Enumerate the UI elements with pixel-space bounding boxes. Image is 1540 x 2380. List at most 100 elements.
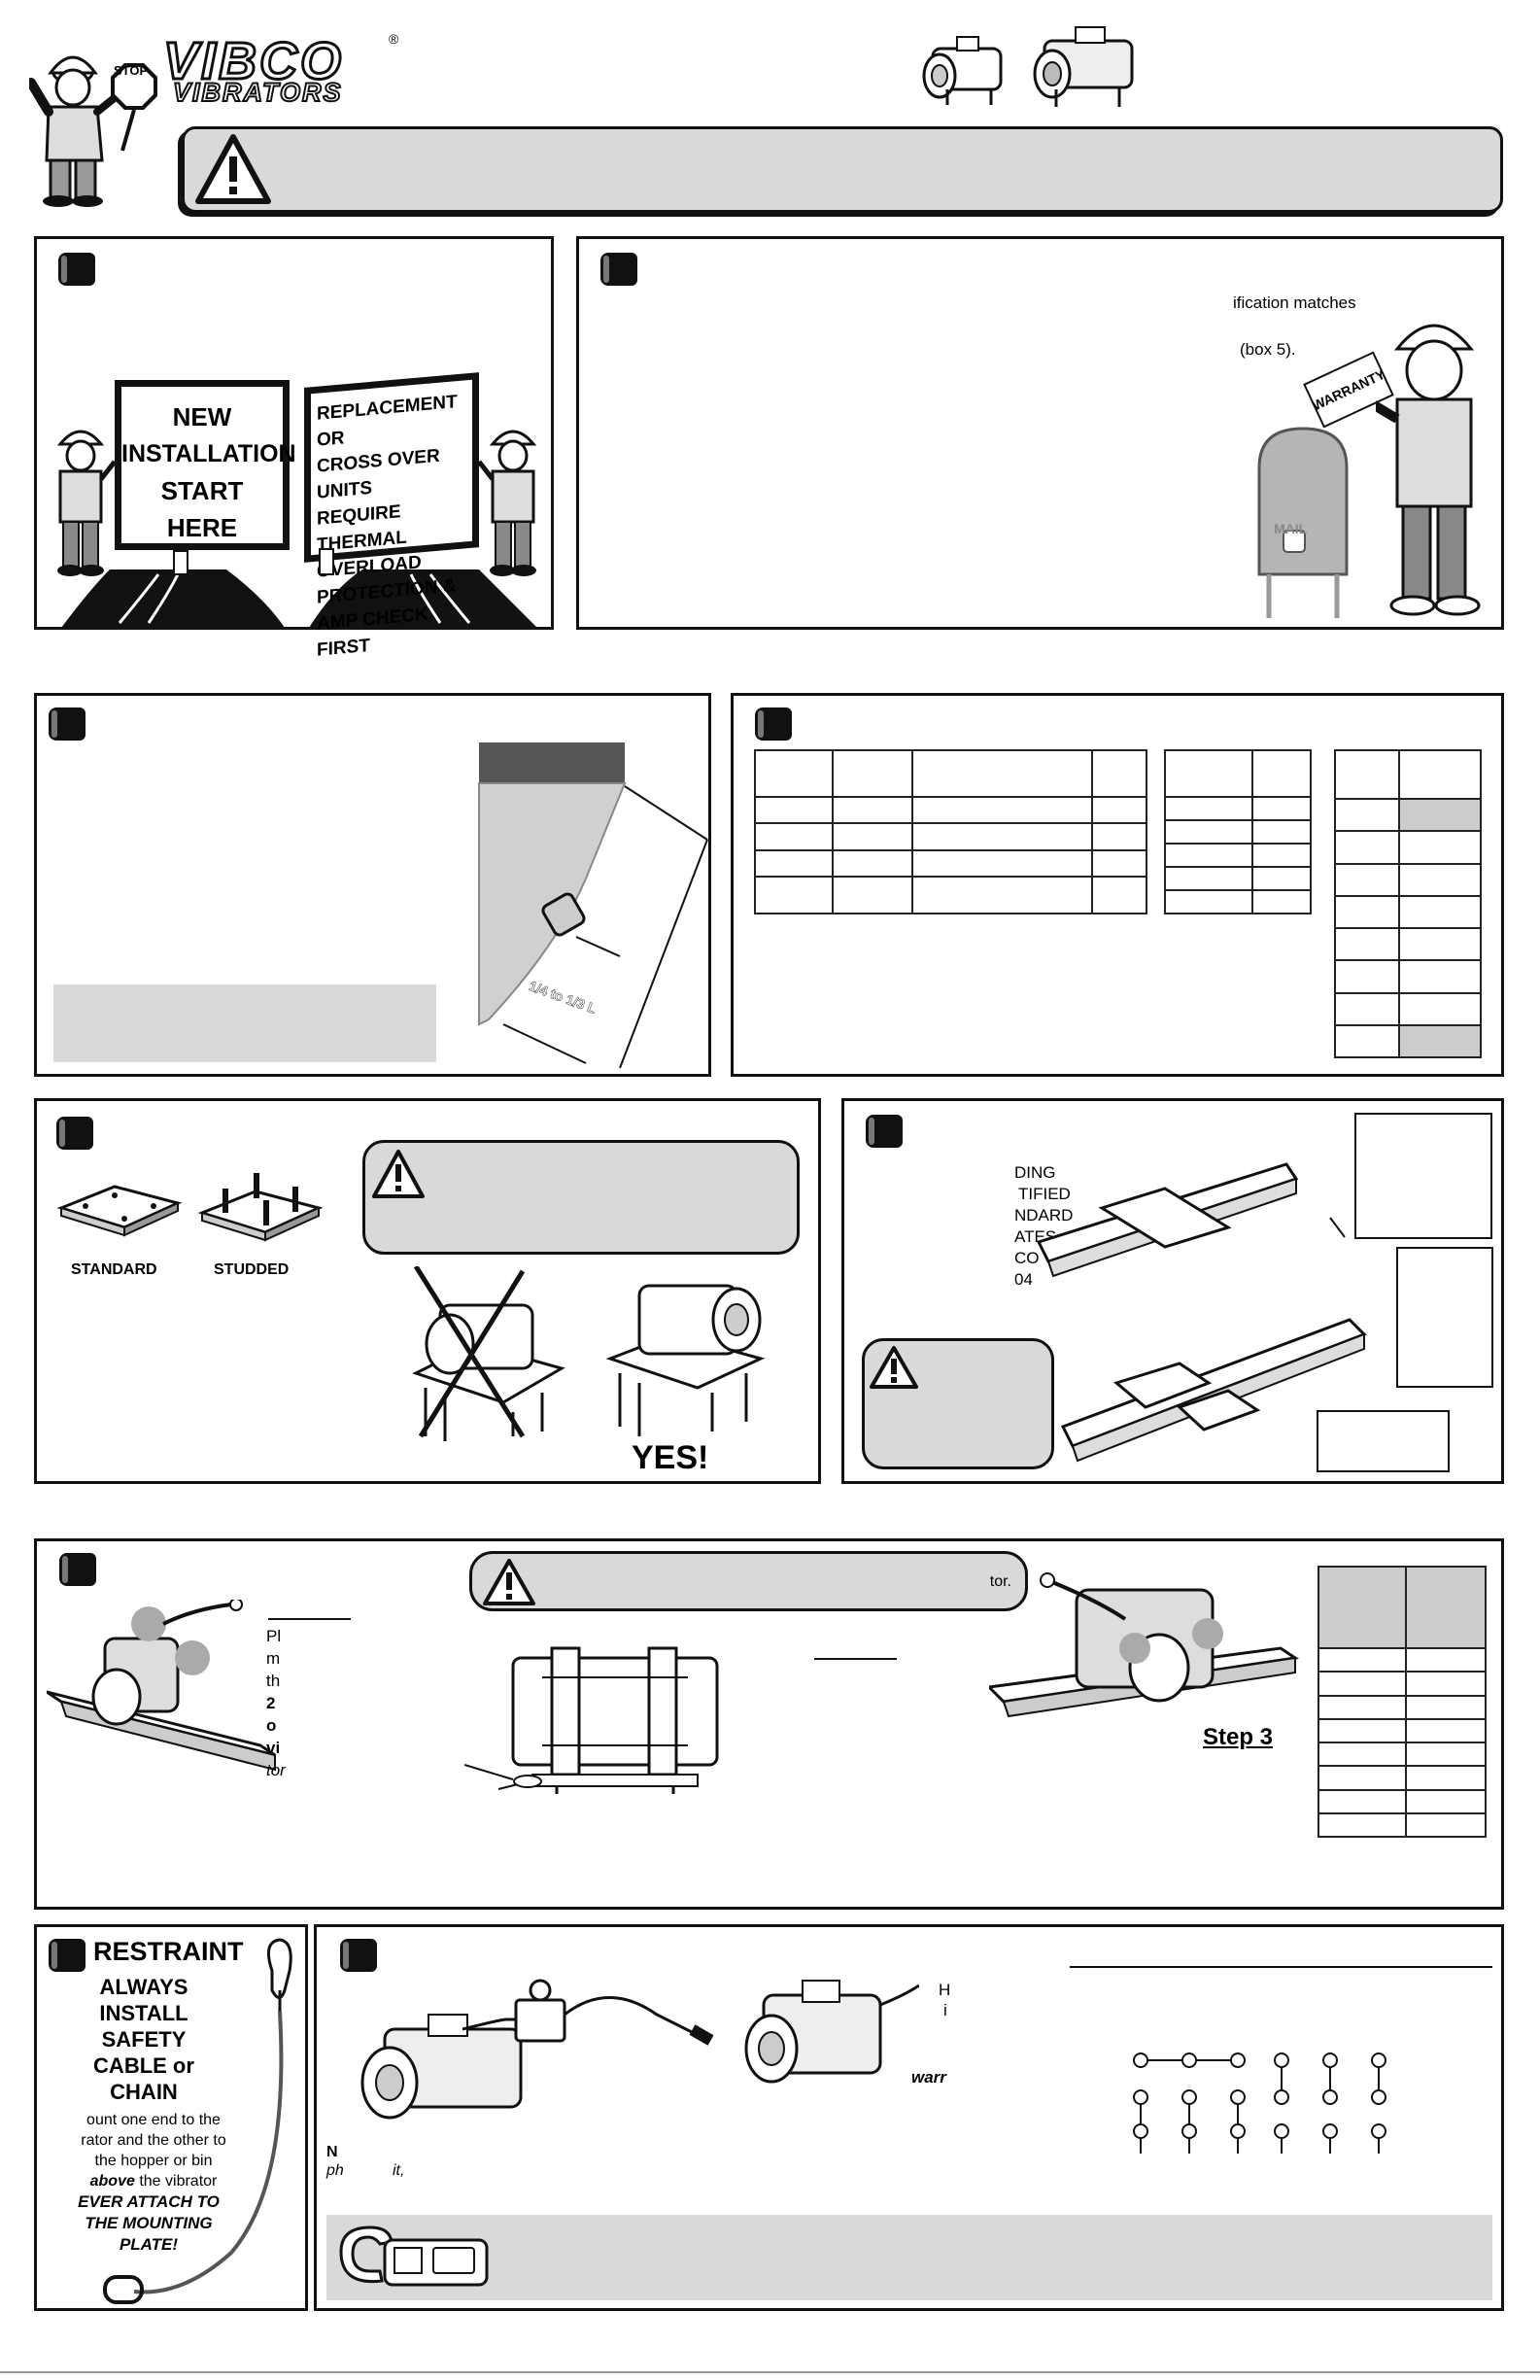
bolt-step3-illustration xyxy=(989,1572,1300,1718)
step-tab xyxy=(866,1115,903,1148)
correct-mount-illustration xyxy=(605,1284,766,1436)
restraint-heading: ALWAYS INSTALL SAFETY CABLE or CHAIN xyxy=(66,1974,222,2105)
restraint-body-line: rator and the other to xyxy=(81,2132,226,2149)
channel-weld-illustration xyxy=(1036,1162,1367,1463)
panel-new-installation: NEW INSTALLATION START HERE REPLACEMENT … xyxy=(34,236,554,661)
text-fragment: it, xyxy=(393,2162,405,2179)
restraint-never: EVER ATTACH TO THE MOUNTING PLATE! xyxy=(56,2191,241,2256)
text-fragment: TIFIED xyxy=(1018,1185,1071,1203)
above-emphasis: above xyxy=(89,2173,135,2190)
warning-triangle-icon xyxy=(483,1559,535,1605)
amp-check-note xyxy=(326,2215,1492,2300)
bolt-step2-illustration xyxy=(464,1646,719,1794)
standard-label: STANDARD xyxy=(71,1261,157,1278)
text-fragment-column: Pl m th 2 o vi tor xyxy=(266,1625,286,1781)
text-fragment: ph xyxy=(326,2162,344,2179)
text-fragment: o xyxy=(266,1716,277,1735)
table-middle xyxy=(1164,749,1312,914)
worker-right-illustration xyxy=(479,430,537,576)
wiring-diagram-left xyxy=(1133,2052,1246,2154)
restraint-heading-line: SAFETY xyxy=(101,2027,187,2052)
panel-welding: DING TIFIED NDARD ATES CO 04 xyxy=(841,1098,1504,1484)
text-fragment: th xyxy=(266,1672,281,1690)
clamp-meter-icon xyxy=(339,2225,489,2287)
registered-mark: ® xyxy=(389,31,399,47)
vibrator-switch-illustration xyxy=(360,1979,714,2120)
text-fragment: vi xyxy=(266,1739,281,1757)
vibrator-wired-illustration xyxy=(744,1980,919,2084)
wiring-heading-rule xyxy=(1070,1966,1492,1968)
hopper-illustration xyxy=(478,742,708,1069)
text-fragment: CO xyxy=(1014,1249,1040,1267)
restraint-never-line: THE MOUNTING xyxy=(85,2214,213,2232)
warning-banner: tor. xyxy=(469,1551,1028,1611)
callout-box xyxy=(1354,1113,1492,1239)
restraint-heading-line: CABLE or xyxy=(93,2053,194,2078)
panel-tables xyxy=(731,693,1504,1077)
text-fragment: m xyxy=(266,1649,281,1668)
warning-box xyxy=(862,1338,1054,1469)
restraint-body-line: ount one end to the xyxy=(86,2112,221,2128)
table-right xyxy=(1334,749,1482,1059)
restraint-never-line: PLATE! xyxy=(119,2235,179,2254)
restraint-body-line: the hopper or bin xyxy=(94,2153,213,2169)
text-fragment: NDARD xyxy=(1014,1206,1074,1224)
restraint-body: ount one end to the rator and the other … xyxy=(56,2110,251,2191)
vibco-logo-top: VIBCO xyxy=(161,31,345,92)
above-rest: the vibrator xyxy=(134,2173,218,2190)
torque-table xyxy=(1318,1566,1487,1839)
vibrator-product-small xyxy=(922,36,1003,105)
vibco-logo-bottom: VIBRATORS xyxy=(172,77,343,108)
text-fragment: H xyxy=(939,1981,951,1999)
restraint-title: RESTRAINT xyxy=(93,1937,244,1966)
warning-box xyxy=(362,1140,800,1255)
worker-warranty-illustration xyxy=(1376,324,1481,616)
studded-label: STUDDED xyxy=(214,1261,290,1278)
warning-banner-text: tor. xyxy=(989,1573,1011,1590)
step-tab xyxy=(58,253,95,286)
restraint-heading-line: ALWAYS xyxy=(99,1975,188,1999)
text-fragment: tor xyxy=(266,1761,286,1779)
callout-box xyxy=(1396,1247,1493,1388)
text-fragment: 2 xyxy=(266,1694,276,1712)
text-fragment: (box 5). xyxy=(1240,340,1296,359)
header: STOP VIBCO ® VIBRATORS xyxy=(0,0,1540,224)
note-box xyxy=(53,984,436,1062)
warning-triangle-icon xyxy=(372,1150,425,1198)
table-main xyxy=(754,749,1147,914)
vibrator-product-large xyxy=(1033,26,1134,107)
sign-left-line: INSTALLATION xyxy=(121,440,296,467)
underline xyxy=(268,1618,351,1620)
yes-label: YES! xyxy=(632,1439,709,1476)
text-fragment: N xyxy=(326,2144,338,2160)
safety-cable-illustration xyxy=(103,1938,292,2304)
stop-sign-label: STOP xyxy=(114,63,149,78)
panel-mounting-plates: STANDARD STUDDED YES! xyxy=(34,1098,821,1484)
studded-plate-illustration xyxy=(197,1173,324,1242)
step-tab xyxy=(49,707,86,741)
sign-post xyxy=(319,548,334,575)
callout-box xyxy=(1317,1410,1450,1472)
incorrect-mount-illustration xyxy=(412,1266,565,1441)
step-tab xyxy=(56,1117,93,1150)
underline xyxy=(814,1658,897,1660)
sign-left-line: START xyxy=(160,476,244,505)
restraint-never-line: EVER ATTACH TO xyxy=(78,2192,220,2211)
panel-restraint: RESTRAINT ALWAYS INSTALL SAFETY CABLE or… xyxy=(34,1924,308,2311)
mailbox-illustration xyxy=(1257,427,1349,618)
text-fragment: Pl xyxy=(266,1627,282,1645)
sign-left-line: HERE xyxy=(166,513,238,542)
warning-triangle-icon xyxy=(870,1346,918,1389)
sign-left-line: NEW xyxy=(172,402,232,431)
sign-replacement: REPLACEMENT OR CROSS OVER UNITS REQUIRE … xyxy=(304,372,479,661)
mascot-stop-illustration xyxy=(29,55,157,207)
step-tab xyxy=(49,1939,86,1972)
text-fragment: ification matches xyxy=(1233,293,1356,312)
step-tab xyxy=(59,1553,96,1586)
wiring-diagram-right xyxy=(1274,2052,1386,2154)
restraint-body-line: above the vibrator xyxy=(56,2171,251,2191)
restraint-heading-line: INSTALL xyxy=(99,2001,188,2025)
sign-new-installation: NEW INSTALLATION START HERE xyxy=(115,380,296,550)
worker-left-illustration xyxy=(56,430,115,576)
panel-bolting: Pl m th 2 o vi tor tor. xyxy=(34,1538,1504,1910)
